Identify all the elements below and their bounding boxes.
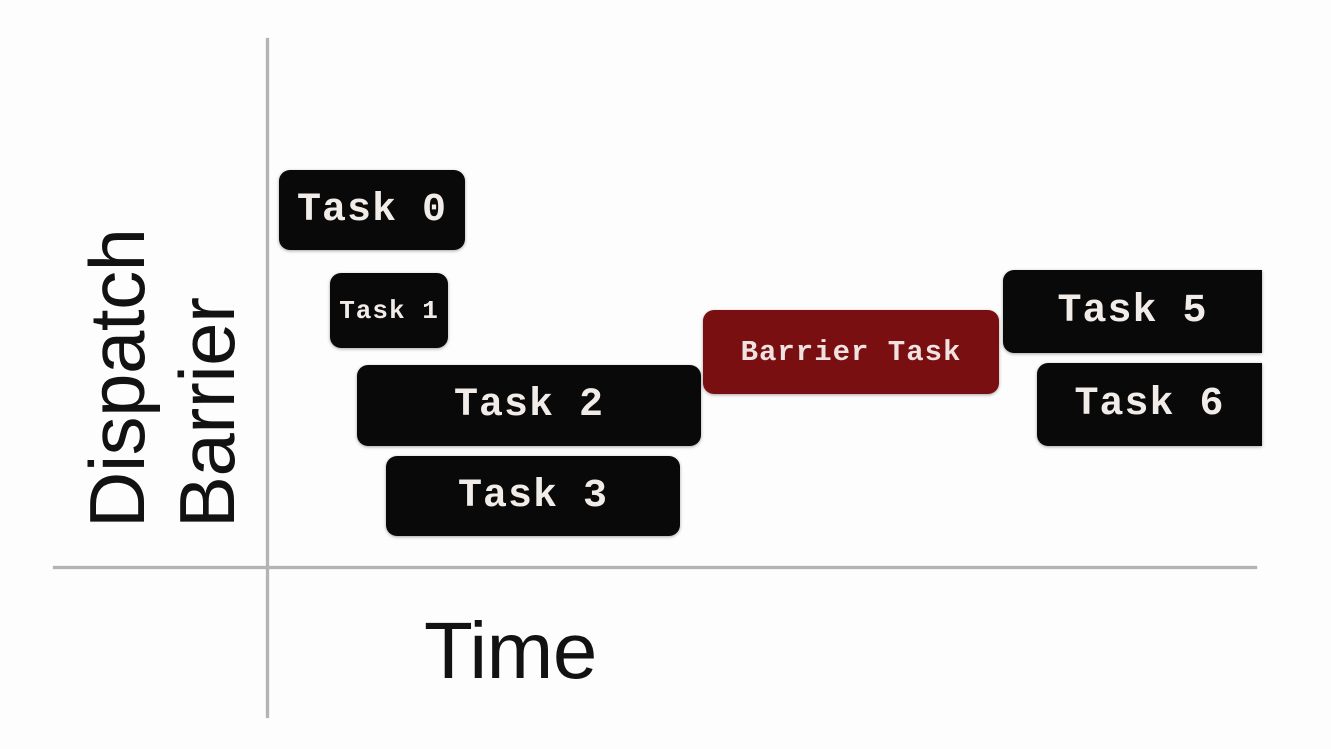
task-bar: Task 1 (330, 273, 448, 348)
task-bar-label: Task 0 (296, 187, 448, 233)
y-axis-label-line-2: Barrier (163, 297, 251, 528)
y-axis-label-line-1: Dispatch (73, 228, 161, 528)
x-axis-line (53, 566, 1257, 569)
task-bar: Task 2 (357, 365, 701, 446)
task-bar: Task 5 (1003, 270, 1262, 353)
task-bar-label: Task 1 (339, 295, 439, 326)
task-bar: Task 0 (279, 170, 465, 250)
task-bar-label: Task 5 (1057, 289, 1208, 334)
y-axis-line (266, 38, 269, 718)
task-bar-label: Barrier Task (740, 335, 962, 369)
task-bar-label: Task 3 (457, 473, 609, 519)
x-axis-label: Time (424, 606, 597, 695)
task-bar-label: Task 2 (453, 383, 605, 428)
task-bar: Task 6 (1037, 363, 1262, 446)
task-bar: Task 3 (386, 456, 680, 536)
task-bar: Barrier Task (703, 310, 999, 394)
task-bar-label: Task 6 (1074, 382, 1225, 427)
